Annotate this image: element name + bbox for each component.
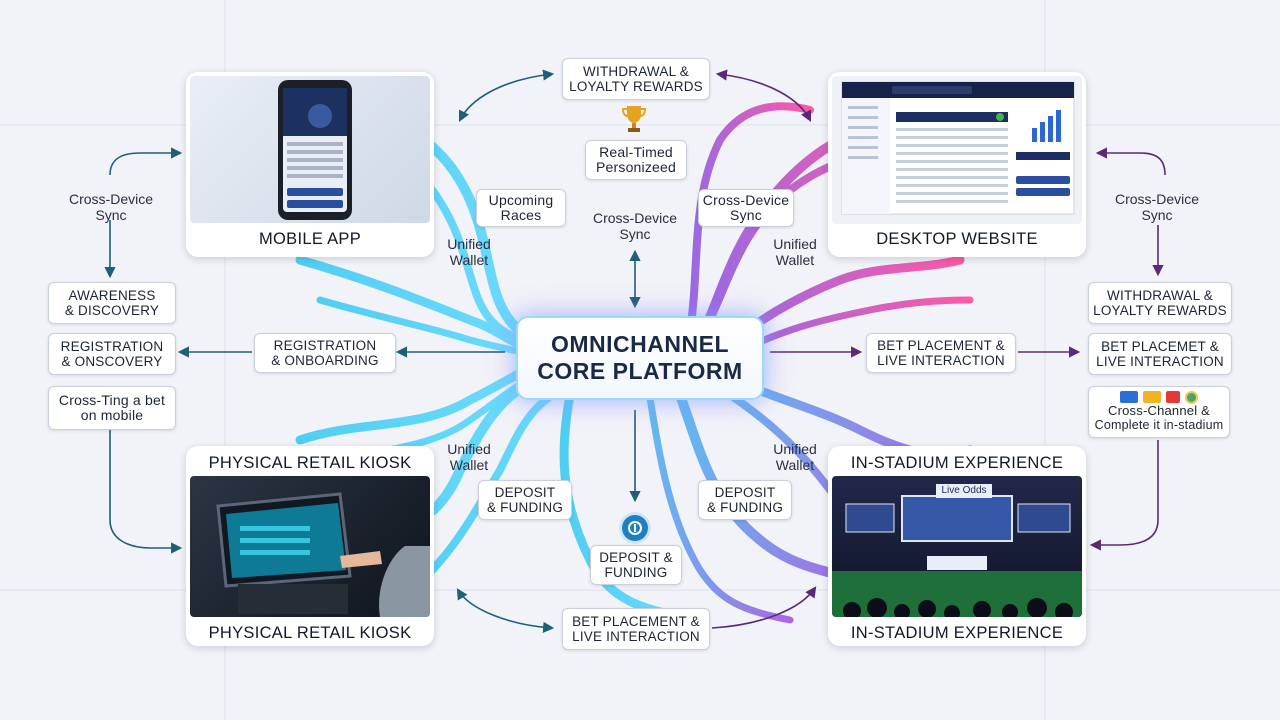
right-bet-line1: BET PLACEMET & [1101, 339, 1219, 354]
core-line1: OMNICHANNEL [551, 331, 729, 358]
kiosk-title-bottom: PHYSICAL RETAIL KIOSK [186, 624, 434, 643]
bet-center-box[interactable]: BET PLACEMENT & LIVE INTERACTION [866, 333, 1016, 373]
deposit-right-line2: & FUNDING [707, 500, 783, 515]
right-withdrawal-box[interactable]: WITHDRAWAL & LOYALTY REWARDS [1088, 282, 1232, 324]
cross-device-right-line2: Sync [730, 208, 762, 223]
mobile-app-title: MOBILE APP [186, 230, 434, 249]
coin-icon [1185, 391, 1198, 404]
cross-channel-line1: Cross-Channel & [1108, 403, 1210, 418]
awareness-line2: & DISCOVERY [65, 303, 159, 318]
bottom-bet-line1: BET PLACEMENT & [572, 614, 700, 629]
cross-channel-line2: Complete it in-stadium [1095, 418, 1224, 433]
upcoming-line1: Upcoming [489, 193, 554, 208]
kiosk-title-top: PHYSICAL RETAIL KIOSK [186, 454, 434, 473]
left-registration-box[interactable]: REGISTRATION & ONSCOVERY [48, 333, 176, 375]
top-withdrawal-line2: LOYALTY REWARDS [569, 79, 703, 94]
cross-channel-box[interactable]: Cross-Channel & Complete it in-stadium [1088, 386, 1230, 438]
registration-center-line2: & ONBOARDING [271, 353, 378, 368]
cross-ting-box[interactable]: Cross-Ting a bet on mobile [48, 386, 176, 430]
realtime-line2: Personizeed [596, 160, 676, 175]
cross-device-right-line1: Cross-Device [703, 193, 789, 208]
awareness-box[interactable]: AWARENESS & DISCOVERY [48, 282, 176, 324]
deposit-right-box[interactable]: DEPOSIT & FUNDING [698, 480, 792, 520]
awareness-line1: AWARENESS [68, 288, 155, 303]
top-withdrawal-box[interactable]: WITHDRAWAL & LOYALTY REWARDS [562, 58, 710, 100]
mobile-app-image [190, 76, 430, 223]
deposit-left-box[interactable]: DEPOSIT & FUNDING [478, 480, 572, 520]
kiosk-card[interactable]: PHYSICAL RETAIL KIOSK PHYSICAL RETAIL KI… [186, 446, 434, 646]
right-bet-line2: LIVE INTERACTION [1096, 354, 1224, 369]
payment-icons [1089, 391, 1229, 404]
mobile-app-card[interactable]: MOBILE APP [186, 72, 434, 257]
right-withdrawal-line2: LOYALTY REWARDS [1093, 303, 1227, 318]
registration-center-line1: REGISTRATION [274, 338, 377, 353]
dashboard-screenshot [832, 76, 1082, 224]
wallet-icon [1166, 391, 1180, 403]
stadium-card[interactable]: IN-STADIUM EXPERIENCE Live Odds IN-STADI… [828, 446, 1086, 646]
right-withdrawal-line1: WITHDRAWAL & [1107, 288, 1213, 303]
bottom-bet-line2: LIVE INTERACTION [572, 629, 700, 644]
deposit-left-line2: & FUNDING [487, 500, 563, 515]
desktop-website-title: DESKTOP WEBSITE [828, 230, 1086, 249]
deposit-icon [622, 515, 648, 541]
upcoming-races-box[interactable]: Upcoming Races [476, 189, 566, 227]
deposit-left-line1: DEPOSIT [495, 485, 556, 500]
desktop-website-image [832, 76, 1082, 224]
cross-device-right-box[interactable]: Cross-Device Sync [698, 189, 794, 227]
registration-center-box[interactable]: REGISTRATION & ONBOARDING [254, 333, 396, 373]
bet-center-line2: LIVE INTERACTION [877, 353, 1005, 368]
realtime-line1: Real-Timed [599, 145, 673, 160]
top-withdrawal-line1: WITHDRAWAL & [583, 64, 689, 79]
deposit-right-line1: DEPOSIT [715, 485, 776, 500]
right-bet-box[interactable]: BET PLACEMET & LIVE INTERACTION [1088, 333, 1232, 375]
stadium-title-bottom: IN-STADIUM EXPERIENCE [828, 624, 1086, 643]
card-icon [1143, 391, 1161, 403]
card-icon [1120, 391, 1138, 403]
desktop-website-card[interactable]: DESKTOP WEBSITE [828, 72, 1086, 257]
bet-center-line1: BET PLACEMENT & [877, 338, 1005, 353]
trophy-icon [621, 104, 647, 134]
stadium-screen-text: Live Odds [936, 484, 992, 498]
bottom-deposit-box[interactable]: DEPOSIT & FUNDING [590, 545, 682, 585]
cross-ting-line1: Cross-Ting a bet [59, 393, 165, 408]
realtime-box[interactable]: Real-Timed Personizeed [585, 140, 687, 180]
left-registration-line2: & ONSCOVERY [62, 354, 163, 369]
smartphone-icon [190, 76, 430, 223]
bottom-bet-box[interactable]: BET PLACEMENT & LIVE INTERACTION [562, 608, 710, 650]
core-platform-node[interactable]: OMNICHANNEL CORE PLATFORM [516, 316, 764, 400]
kiosk-image [190, 476, 430, 617]
upcoming-line2: Races [501, 208, 542, 223]
bottom-deposit-line1: DEPOSIT & [599, 550, 673, 565]
core-line2: CORE PLATFORM [537, 358, 742, 385]
kiosk-terminal-icon [190, 476, 430, 617]
left-registration-line1: REGISTRATION [61, 339, 164, 354]
stadium-image: Live Odds [832, 476, 1082, 617]
cross-device-center-label: Cross-Device Sync [585, 210, 685, 242]
stadium-title-top: IN-STADIUM EXPERIENCE [828, 454, 1086, 473]
cross-ting-line2: on mobile [81, 408, 144, 423]
bottom-deposit-line2: FUNDING [605, 565, 668, 580]
